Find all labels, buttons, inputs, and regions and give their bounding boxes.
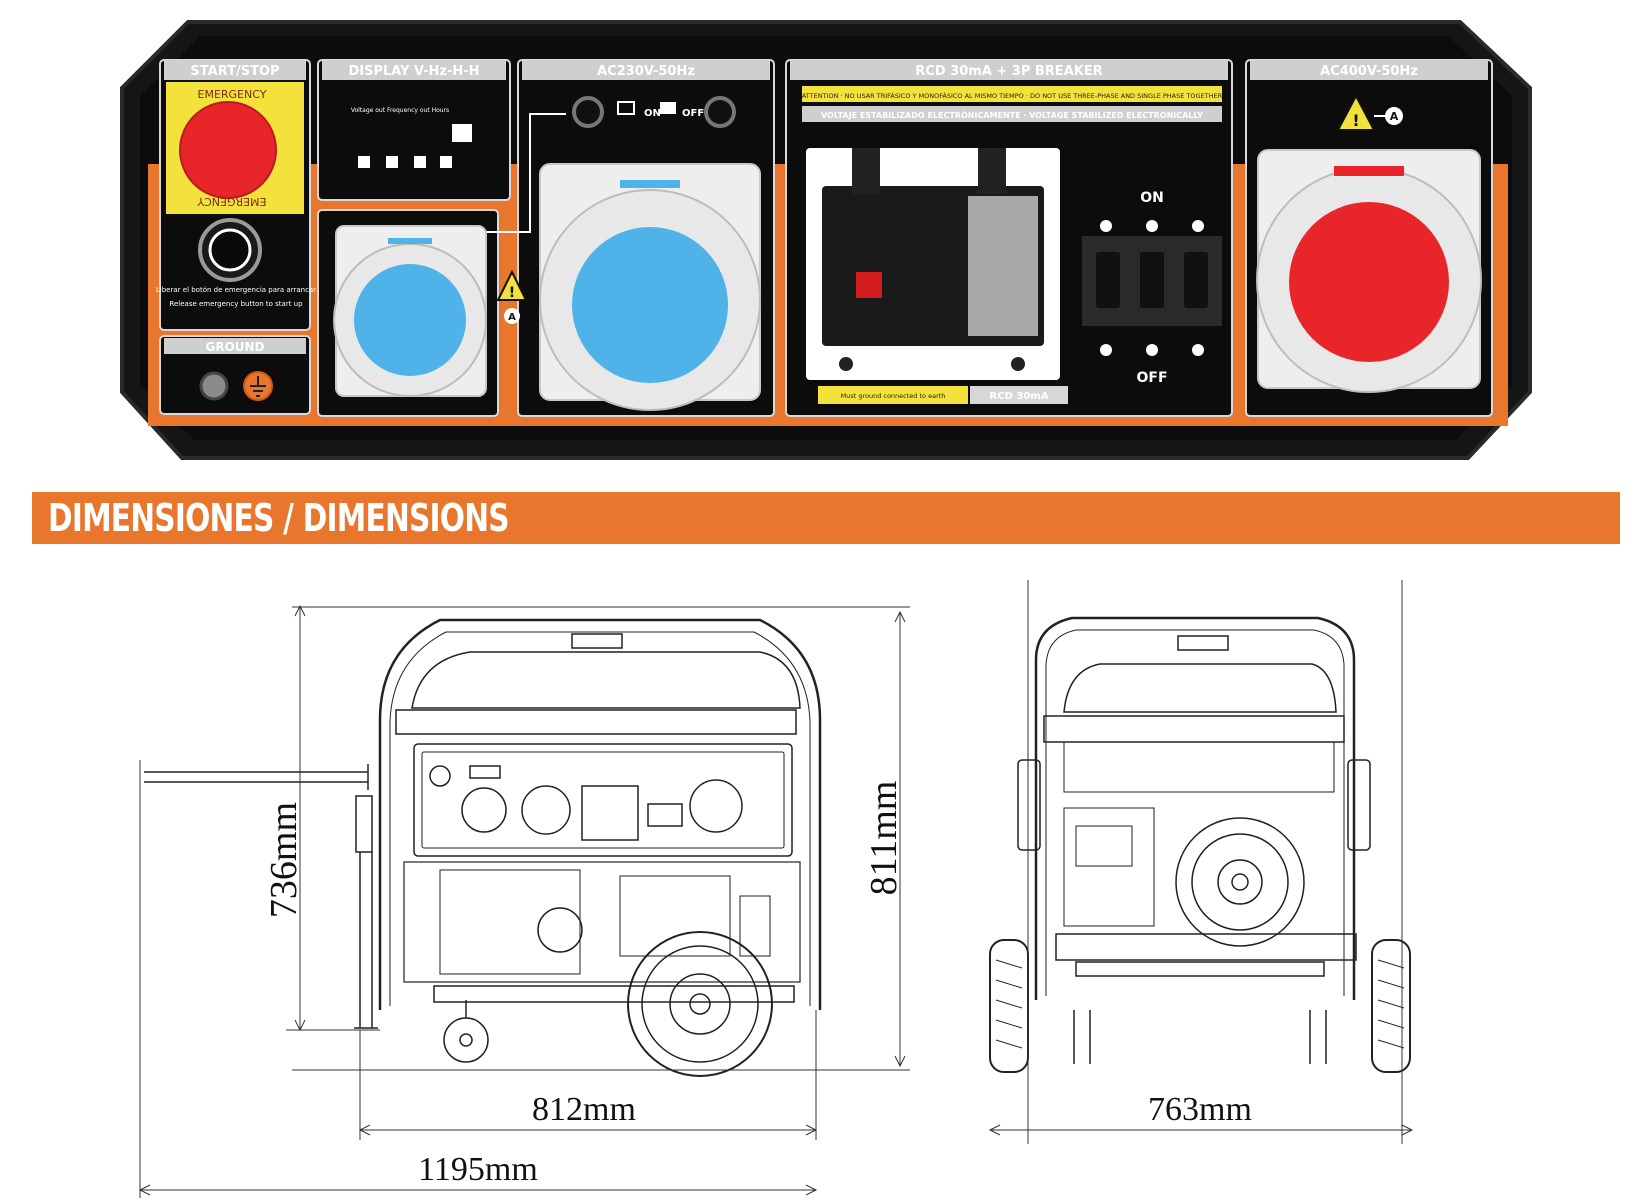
dimension-lines (138, 580, 1414, 1198)
ac230-switch-on: ON (644, 108, 661, 119)
svg-text:!: ! (1352, 111, 1359, 130)
dimensions-banner: DIMENSIONES / DIMENSIONS (32, 492, 1620, 544)
section-title-ground: GROUND (205, 340, 264, 354)
ac230-indicator-left (572, 96, 604, 128)
display-keys (358, 156, 452, 168)
warning-letter-400: A (1390, 110, 1399, 123)
ac230-switch-off: OFF (682, 108, 704, 119)
release-text-es: Liberar el botón de emergencia para arra… (156, 286, 316, 294)
display-key-3[interactable] (414, 156, 426, 168)
front-view-generator (989, 616, 1411, 1073)
release-text-en: Release emergency button to start up (169, 300, 303, 308)
emergency-stop-button[interactable] (179, 101, 277, 199)
display-caption: Voltage out Frequency out Hours (351, 107, 449, 114)
warning-strip-text: ATTENTION · NO USAR TRIFÁSICO Y MONOFÁSI… (802, 91, 1223, 100)
display-key-4[interactable] (440, 156, 452, 168)
rcd-label: RCD 30mA (990, 391, 1049, 402)
dim-width-body: 812mm (532, 1091, 636, 1128)
display-screen (452, 124, 472, 142)
rcd-note: Must ground connected to earth (841, 392, 946, 400)
emergency-label-bottom: EMERGENCY (197, 195, 266, 208)
control-panel: START/STOP EMERGENCY EMERGENCY Liberar e… (120, 20, 1532, 460)
emergency-label-top: EMERGENCY (198, 88, 267, 101)
svg-text:!: ! (509, 285, 515, 301)
dimensions-title: DIMENSIONES / DIMENSIONS (48, 496, 510, 540)
warning-icon-230 (496, 269, 528, 301)
voltage-strip (802, 106, 1222, 122)
dim-width-total: 1195mm (418, 1151, 538, 1188)
socket-230v-large[interactable] (539, 163, 761, 411)
display-key-2[interactable] (386, 156, 398, 168)
warning-letter-230: A (508, 312, 516, 323)
rcd-device[interactable] (806, 148, 1060, 380)
breaker-off-label: OFF (1136, 370, 1167, 386)
section-title-ac400: AC400V-50Hz (1320, 64, 1418, 79)
section-title-ac230: AC230V-50Hz (597, 64, 695, 79)
dim-height-total: 811mm (863, 781, 905, 896)
rcd-note-strip (818, 386, 968, 404)
ground-terminal[interactable] (199, 371, 229, 401)
socket-400v[interactable] (1256, 149, 1482, 393)
three-phase-breaker[interactable] (1082, 236, 1222, 326)
breaker-on-label: ON (1140, 190, 1164, 206)
dim-front-width: 763mm (1148, 1091, 1252, 1128)
ac230-indicator-right (704, 96, 736, 128)
section-title-rcd: RCD 30mA + 3P BREAKER (915, 64, 1102, 79)
socket-230v-small[interactable] (333, 225, 487, 397)
dim-height-body: 736mm (263, 802, 305, 918)
section-title-display: DISPLAY V-Hz-H-H (348, 64, 479, 79)
warning-icon-400 (1336, 93, 1376, 131)
voltage-strip-text: VOLTAJE ESTABILIZADO ELECTRÓNICAMENTE · … (821, 109, 1203, 120)
dimension-drawings: 736mm 811mm 812mm 1195mm 763mm (138, 580, 1414, 1198)
display-key-1[interactable] (358, 156, 370, 168)
side-view-generator (144, 618, 822, 1077)
section-title-start-stop: START/STOP (190, 64, 279, 79)
rcd-test-button[interactable] (856, 272, 882, 298)
ac230-switch-icon[interactable] (617, 101, 635, 115)
warning-strip (802, 86, 1222, 102)
